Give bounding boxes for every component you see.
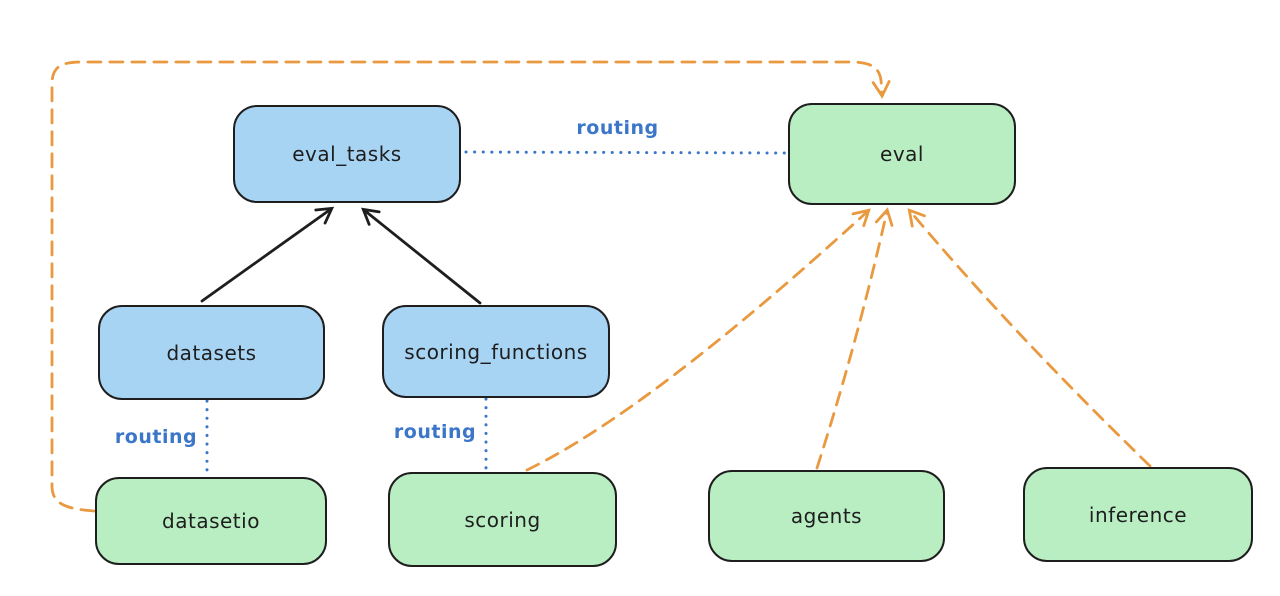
node-eval-tasks: eval_tasks <box>233 105 461 203</box>
edge-scoring-functions-to-eval-tasks <box>361 207 482 305</box>
node-inference-label: inference <box>1088 502 1188 527</box>
node-datasets-label: datasets <box>166 340 257 365</box>
node-eval: eval <box>788 103 1016 205</box>
edge-label-routing-scoring-functions-scoring: routing <box>393 421 477 443</box>
node-scoring-functions-label: scoring_functions <box>404 339 588 364</box>
edge-datasets-to-eval-tasks <box>200 206 335 303</box>
edge-datasetio-to-eval <box>50 60 891 513</box>
node-eval-label: eval <box>880 142 924 166</box>
node-datasetio: datasetio <box>95 477 327 565</box>
node-datasetio-label: datasetio <box>162 509 260 533</box>
edge-inference-to-eval <box>907 208 1152 468</box>
node-agents-label: agents <box>790 504 863 528</box>
node-agents: agents <box>708 470 945 562</box>
node-scoring-label: scoring <box>464 507 541 532</box>
edge-eval-tasks-to-eval-routing <box>464 150 788 155</box>
node-eval-tasks-label: eval_tasks <box>292 142 402 166</box>
node-datasets: datasets <box>98 305 325 400</box>
node-scoring-functions: scoring_functions <box>382 305 610 398</box>
edge-label-routing-eval-tasks-eval: routing <box>576 117 659 139</box>
node-inference: inference <box>1023 467 1253 562</box>
edge-agents-to-eval <box>815 207 894 470</box>
edge-scoring-to-eval <box>525 208 871 472</box>
edge-label-routing-datasets-datasetio: routing <box>114 426 198 448</box>
node-scoring: scoring <box>388 472 617 567</box>
